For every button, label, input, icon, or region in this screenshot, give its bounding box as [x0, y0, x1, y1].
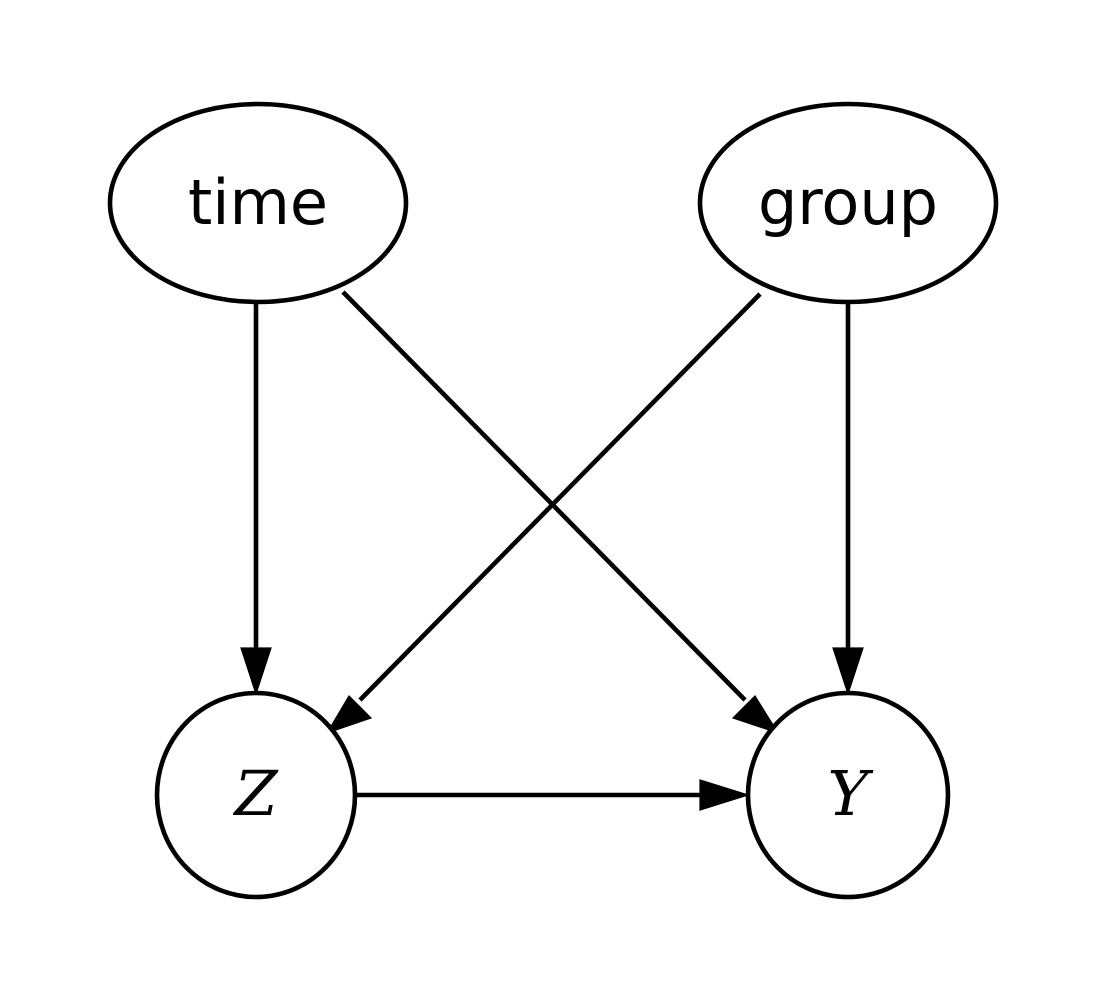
- edge-z-to-y[interactable]: [356, 779, 751, 811]
- node-z-label: Z: [232, 757, 278, 830]
- edge-group-to-z[interactable]: [325, 292, 762, 735]
- node-y-label: Y: [828, 757, 874, 830]
- node-y[interactable]: Y: [745, 690, 951, 900]
- node-group-label: group: [758, 166, 938, 239]
- node-z[interactable]: Z: [154, 690, 358, 900]
- node-y-circle: [745, 690, 951, 900]
- edge-time-to-z-arrowhead: [240, 647, 272, 696]
- node-time[interactable]: time: [107, 101, 409, 305]
- edge-time-to-z[interactable]: [240, 303, 272, 696]
- edge-time-to-y[interactable]: [341, 290, 780, 735]
- edge-group-to-y[interactable]: [832, 303, 864, 696]
- node-time-label: time: [188, 166, 328, 239]
- edge-time-to-y-arrowhead: [731, 695, 780, 735]
- edge-time-to-y-line: [341, 290, 747, 702]
- edge-z-to-y-arrowhead: [699, 779, 751, 811]
- edge-group-to-z-arrowhead: [325, 695, 373, 735]
- edge-group-to-y-arrowhead: [832, 647, 864, 696]
- node-z-circle: [154, 690, 358, 900]
- node-group-ellipse: [697, 101, 999, 305]
- edge-group-to-z-line: [358, 292, 762, 702]
- node-time-ellipse: [107, 101, 409, 305]
- node-group[interactable]: group: [697, 101, 999, 305]
